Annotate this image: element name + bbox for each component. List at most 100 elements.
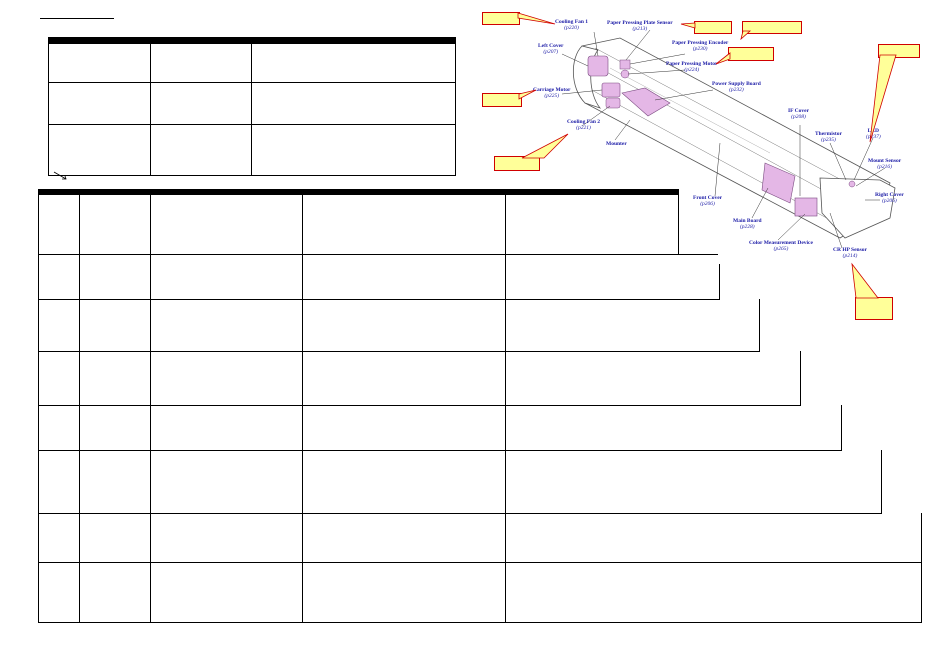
diagram-label-ref: (p237) — [866, 134, 881, 140]
power-supply-board-part — [621, 87, 671, 117]
diagram-label-name: Color Measurement Device — [749, 240, 813, 246]
cooling-fan-2-part — [605, 97, 621, 109]
main-table-row-line — [38, 562, 922, 563]
diagram-label: Thermistor (p235) — [815, 131, 842, 143]
diagram-label: Color Measurement Device (p265) — [749, 240, 813, 252]
main-table-border — [38, 189, 39, 623]
diagram-label-ref: (p232) — [729, 87, 744, 93]
main-table-row-line — [38, 450, 842, 451]
diagram-label-ref: (p208) — [791, 114, 806, 120]
diagram-label-name: Paper Pressing Plate Sensor — [607, 20, 673, 26]
main-table-step — [678, 254, 690, 255]
main-table-step — [759, 299, 760, 352]
callout-box — [728, 47, 774, 61]
callout-box — [494, 156, 540, 171]
main-table-step — [841, 405, 842, 451]
diagram-label-name: Carriage Motor — [533, 87, 571, 93]
callout-box — [742, 21, 802, 34]
main-table-row-line — [38, 513, 882, 514]
main-table-step — [678, 189, 679, 255]
diagram-label-name: CR HP Sensor — [833, 247, 867, 253]
diagram-label-name: Main Board — [733, 218, 762, 224]
diagram-label-ref: (p216) — [877, 164, 892, 170]
diagram-label: Main Board (p228) — [733, 218, 762, 230]
main-table-step — [921, 513, 922, 623]
callout-box — [878, 44, 920, 58]
callout-box — [482, 93, 522, 107]
diagram-label-ref: (p225) — [544, 93, 560, 99]
diagram-label-ref: (p213) — [632, 26, 648, 32]
callout-tail — [517, 12, 556, 25]
callout-tail — [518, 89, 537, 100]
diagram-label-name: Paper Pressing Encoder — [672, 40, 729, 46]
upper-table-border — [455, 37, 456, 175]
diagram-label: Mounter — [606, 141, 627, 147]
upper-table-header — [48, 37, 456, 44]
main-table-divider — [79, 195, 80, 623]
diagram-label-name: Left Cover — [538, 43, 564, 49]
printer-diagram — [561, 29, 896, 249]
diagram-label-ref: (p206) — [882, 198, 897, 204]
main-table-row-line — [38, 254, 718, 255]
upper-table-border — [48, 37, 49, 175]
diagram-label-name: Paper Pressing Motor — [666, 61, 718, 67]
mount-sensor-part — [848, 180, 856, 188]
upper-table-row-line — [48, 82, 456, 83]
callout-box — [855, 297, 893, 320]
diagram-label: Right Cover (p206) — [875, 192, 904, 204]
diagram-label: Cooling Fan 1 (p220) — [555, 19, 588, 31]
right-cover-part — [819, 177, 896, 239]
main-table-step — [719, 264, 720, 300]
callout-tail — [740, 30, 752, 40]
main-table-divider — [150, 195, 151, 623]
callout-tail — [869, 54, 897, 143]
diagram-label: Paper Pressing Plate Sensor (p213) — [607, 20, 673, 32]
callout-tail — [521, 133, 569, 159]
paper-pressing-motor-part — [620, 69, 630, 79]
main-table-divider — [302, 195, 303, 623]
upper-table-row-line — [48, 175, 456, 176]
diagram-label: Cooling Fan 2 (p221) — [567, 119, 600, 131]
main-table-step — [881, 450, 882, 514]
diagram-label-ref: (p221) — [576, 125, 591, 131]
diagram-label: Front Cover (p206) — [693, 195, 722, 207]
diagram-label-ref: (p235) — [821, 137, 836, 143]
upper-table-row-line — [48, 124, 456, 125]
diagram-label: Paper Pressing Motor (p224) — [666, 61, 717, 73]
color-measurement-device-part — [794, 197, 818, 217]
diagram-label-ref: (p224) — [684, 67, 700, 73]
diagram-label: CR HP Sensor (p214) — [833, 247, 867, 259]
main-table-row-line — [38, 405, 800, 406]
pointer-arrow-icon — [53, 171, 67, 180]
diagram-label-ref: (p214) — [842, 253, 858, 259]
diagram-label-name: Mount Sensor — [868, 158, 902, 164]
main-table-header — [38, 189, 678, 195]
diagram-label-name: Right Cover — [875, 192, 904, 198]
paper-pressing-encoder-part — [619, 59, 631, 70]
diagram-label-ref: (p230) — [692, 46, 708, 52]
diagram-label-name: IF Cover — [788, 108, 810, 114]
diagram-label: Left Cover (p207) — [538, 43, 564, 55]
main-table-row-line — [38, 351, 760, 352]
callout-box — [482, 12, 520, 25]
diagram-label: Paper Pressing Encoder (p230) — [672, 40, 728, 52]
diagram-label-ref: (p228) — [739, 224, 755, 230]
diagram-label-ref: (p220) — [564, 25, 579, 31]
diagram-label-ref: (p265) — [773, 246, 789, 252]
diagram-label: Carriage Motor (p225) — [533, 87, 570, 99]
cooling-fan-1-part — [587, 55, 609, 77]
diagram-label: Power Supply Board (p232) — [712, 81, 761, 93]
main-table-row-line — [38, 299, 720, 300]
callout-tail — [715, 52, 731, 65]
diagram-label: Mount Sensor (p216) — [868, 158, 901, 170]
title-rule — [40, 18, 114, 19]
diagram-label-name: Front Cover — [693, 195, 723, 201]
carriage-motor-part — [601, 82, 621, 98]
diagram-label-name: Cooling Fan 2 — [567, 119, 601, 125]
diagram-label-name: Power Supply Board — [712, 81, 761, 87]
callout-box — [694, 21, 732, 34]
upper-table-divider — [150, 44, 151, 175]
diagram-label-name: Mounter — [606, 141, 627, 147]
upper-table-divider — [251, 44, 252, 175]
diagram-label-ref: (p206) — [700, 201, 715, 207]
